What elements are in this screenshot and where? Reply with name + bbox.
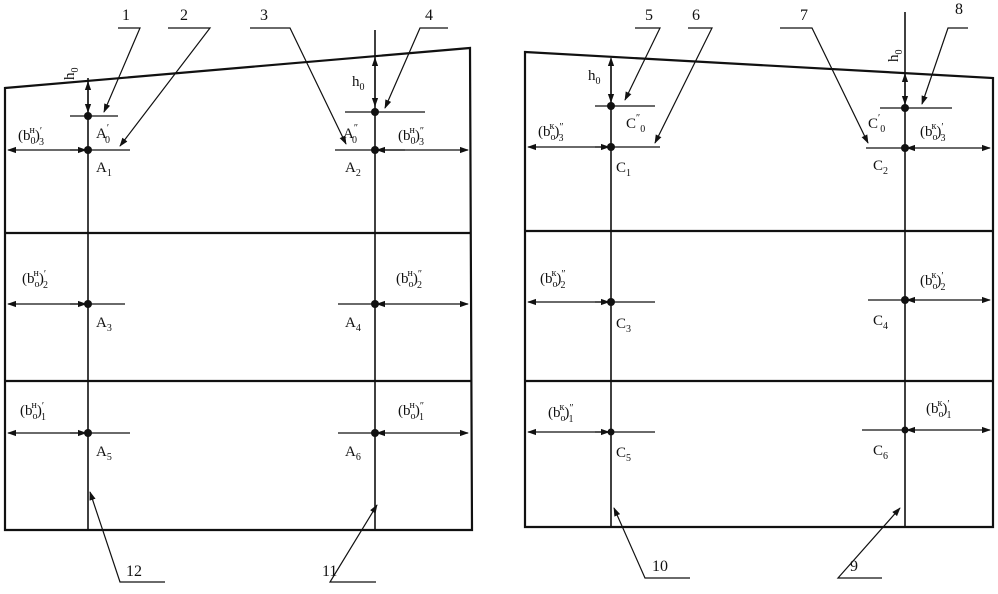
leader-8 [921,27,968,105]
point-A0pp [371,108,379,116]
label-A6: A6 [345,444,361,463]
left-panel: 1 2 3 4 11 12 h0 h0 A′0 A″0 A1 A2 A3 A4 … [3,7,474,583]
label-C1: C1 [616,160,631,179]
leader-3 [250,27,347,145]
label-b1p-right: (boк)′1 [926,398,952,421]
callout-7: 7 [800,7,808,24]
callout-9: 9 [850,558,858,575]
callout-4: 4 [425,7,433,24]
label-A0p: A′0 [96,123,110,146]
leader-9 [836,507,901,579]
point-C0pp [607,102,615,110]
label-b3pp-right: (boк)″3 [538,121,564,144]
label-b3p: (b0н)′3 [18,125,44,148]
point-C0p [901,104,909,112]
leader-10 [613,507,690,579]
label-b3pp: (b0н)″3 [398,125,424,148]
leader-7 [780,27,869,144]
label-A5: A5 [96,444,112,463]
left-panel-outline [3,46,474,532]
callout-6: 6 [692,7,700,24]
right-panel: 5 6 7 8 9 10 h0 h0 C″0 C′0 C1 C2 C3 C4 C… [523,1,995,579]
label-A1: A1 [96,160,112,179]
label-b3p-right: (boк)′3 [920,121,946,144]
leader-11 [328,504,378,583]
leader-5 [624,27,661,101]
point-A0p [84,112,92,120]
label-h0-left-b: h0 [352,74,365,93]
leader-1 [103,27,141,113]
label-h0-right-a: h0 [588,68,601,87]
label-h0-left-a: h0 [62,68,81,81]
label-b1pp: (boн)″1 [398,400,424,423]
callout-3: 3 [260,7,268,24]
label-C6: C6 [873,443,888,462]
label-C4: C4 [873,313,888,332]
label-h0-right-b: h0 [886,50,905,63]
label-b1p: (boн)′1 [20,400,46,423]
label-A4: A4 [345,315,361,334]
leader-12 [89,491,165,583]
label-b2p-right: (boк)′2 [920,270,946,293]
leader-6 [654,27,713,144]
callout-5: 5 [645,7,653,24]
label-A0pp: A″0 [343,123,358,146]
label-A2: A2 [345,160,361,179]
leader-4 [384,27,448,109]
label-b2p: (boн)′2 [22,268,48,291]
label-b2pp-right: (boк)″2 [540,268,566,291]
label-C0pp: C″0 [626,113,645,135]
callout-11: 11 [322,563,337,580]
right-panel-outline [523,50,995,529]
label-b2pp: (boн)″2 [396,268,422,291]
label-C3: C3 [616,316,631,335]
label-A3: A3 [96,315,112,334]
leader-2 [119,27,212,147]
callout-2: 2 [180,7,188,24]
callout-10: 10 [652,558,668,575]
callout-8: 8 [955,1,963,18]
callout-12: 12 [126,563,142,580]
label-C2: C2 [873,158,888,177]
label-C0p: C′0 [868,113,885,135]
label-b1pp-right: (boк)″1 [548,402,574,425]
callout-1: 1 [122,7,130,24]
label-C5: C5 [616,445,631,464]
